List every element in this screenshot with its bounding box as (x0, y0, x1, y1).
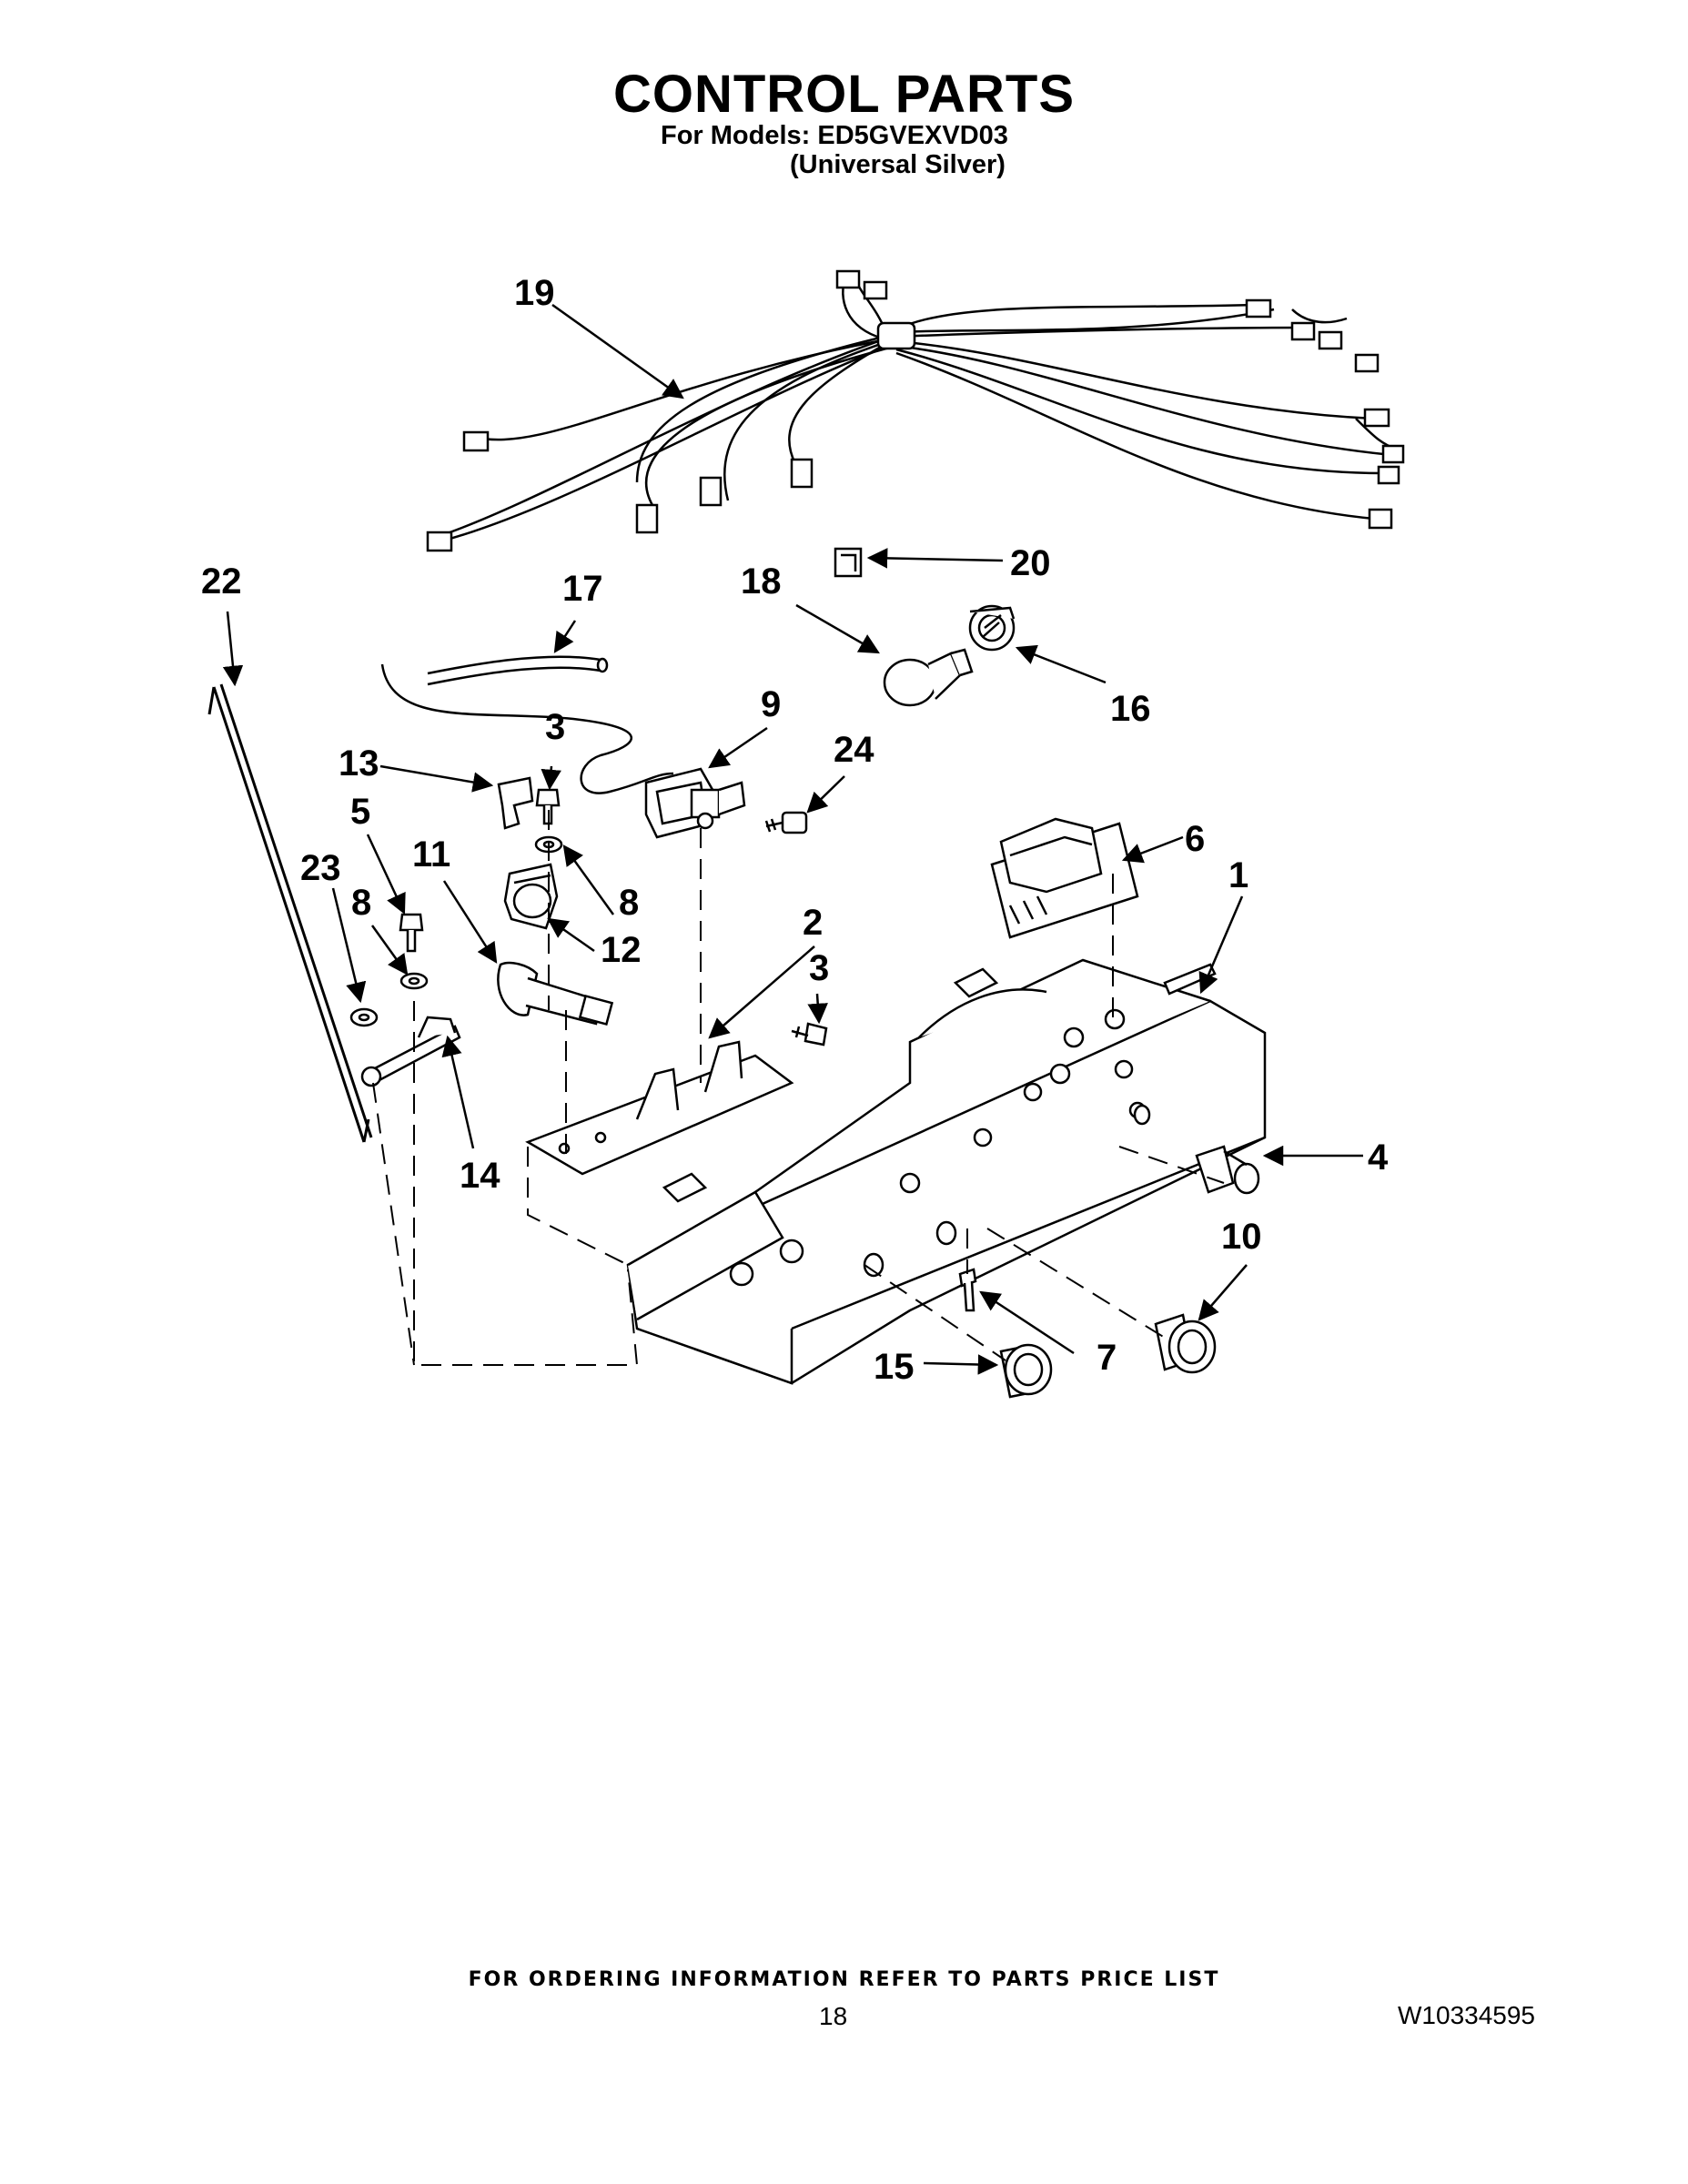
callout-7: 7 (1097, 1338, 1117, 1378)
callout-2: 2 (803, 903, 823, 943)
page-title: CONTROL PARTS (612, 65, 1076, 124)
callout-1: 1 (1228, 855, 1248, 895)
screw-24-part (764, 811, 808, 834)
callout-8a: 8 (351, 883, 371, 923)
screw-3b-part (791, 1022, 828, 1046)
callout-24: 24 (834, 730, 874, 770)
models-line: For Models: ED5GVEXVD03 (661, 121, 1008, 150)
callout-11: 11 (412, 834, 450, 875)
callout-4: 4 (1368, 1138, 1389, 1178)
document-number: W10334595 (1398, 2001, 1536, 2029)
callout-15: 15 (874, 1347, 915, 1387)
callout-23: 23 (300, 848, 341, 888)
page-number: 18 (819, 2002, 848, 2030)
callout-3a: 3 (545, 707, 565, 747)
shaft-11-part (497, 961, 614, 1026)
screw-7-part (958, 1268, 977, 1312)
bracket-12-part (503, 863, 559, 930)
light-bulb-part (883, 648, 974, 707)
callout-19: 19 (514, 273, 555, 313)
rod-22-part (207, 683, 373, 1143)
callout-20: 20 (1010, 543, 1051, 583)
callout-3b: 3 (809, 948, 829, 988)
callout-14: 14 (460, 1156, 500, 1196)
tube-part (380, 655, 674, 794)
module-6-part (990, 817, 1139, 939)
ordering-note: FOR ORDERING INFORMATION REFER TO PARTS … (468, 1968, 1220, 1991)
color-line: (Universal Silver) (790, 150, 1006, 179)
switch-4-part (1195, 1145, 1260, 1195)
leader-arrows (222, 303, 1363, 1375)
clip-part (834, 547, 863, 578)
wire-harness-part (436, 272, 1402, 544)
washer-23-part (349, 1007, 379, 1027)
callout-5: 5 (350, 792, 370, 832)
thermostat-part (644, 767, 746, 839)
screw-5-part (399, 913, 424, 953)
bulb-socket-part (968, 604, 1016, 652)
harness-connectors (426, 269, 1405, 552)
spring-clip-part (497, 776, 534, 830)
callout-10: 10 (1221, 1217, 1262, 1257)
callout-9: 9 (761, 684, 781, 724)
callout-8b: 8 (619, 883, 639, 923)
callout-numbers: 19 22 17 18 20 16 13 3 9 24 5 11 23 8 8 … (201, 273, 1389, 1387)
button-15-part (999, 1343, 1053, 1399)
callout-13: 13 (339, 743, 379, 784)
button-10-part (1154, 1313, 1217, 1374)
callout-16: 16 (1110, 689, 1151, 729)
alignment-lines (372, 810, 1225, 1366)
callout-22: 22 (201, 561, 242, 602)
bracket-plate-2-part (525, 1040, 794, 1176)
lever-14-part (360, 1016, 461, 1087)
callout-12: 12 (601, 930, 642, 970)
callout-6: 6 (1185, 819, 1205, 859)
callout-17: 17 (562, 569, 603, 609)
control-housing-1-part (626, 958, 1267, 1385)
callout-18: 18 (741, 561, 782, 602)
washer-8b-part (399, 972, 429, 990)
